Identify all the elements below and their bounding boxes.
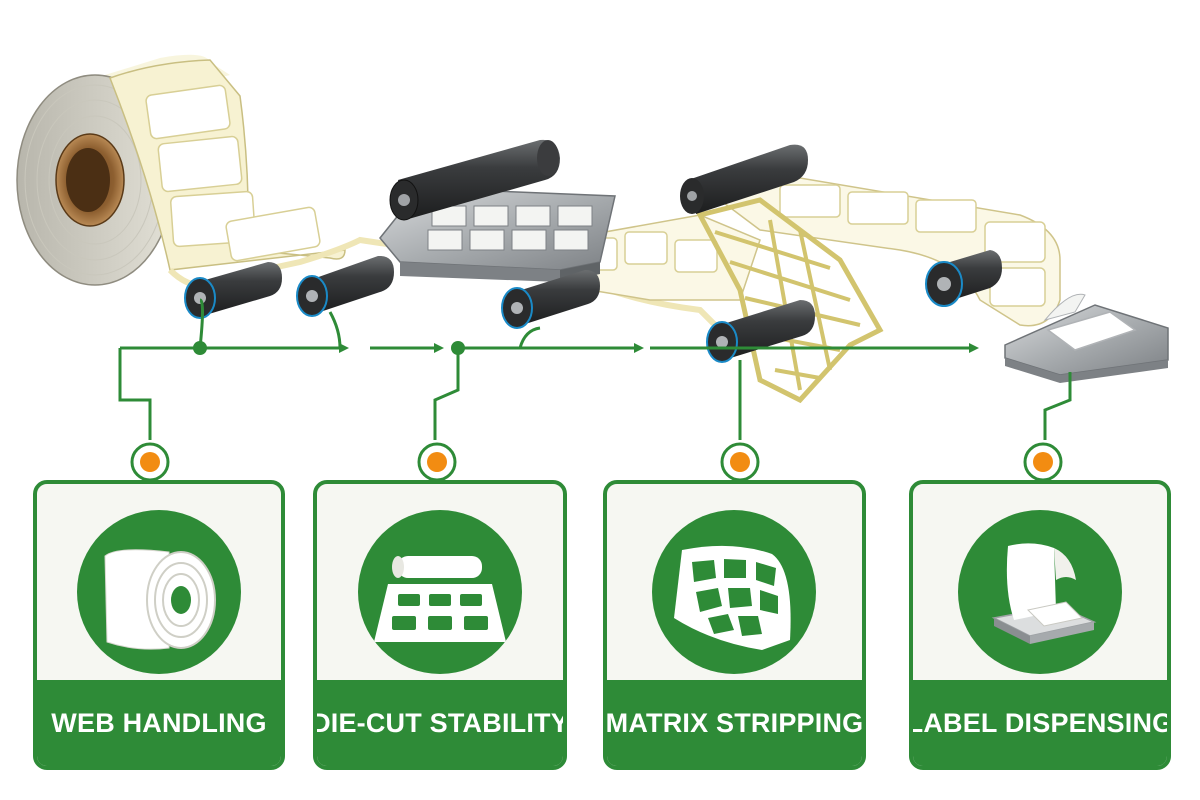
step-marker-nodes xyxy=(130,442,1063,482)
step-card-die-cut-stability: DIE-CUT STABILITY xyxy=(313,480,567,770)
dispensing-peel-plate xyxy=(1004,293,1169,383)
label-supply-roll xyxy=(16,54,346,286)
step-card-matrix-stripping: MATRIX STRIPPING xyxy=(603,480,866,770)
step-label: MATRIX STRIPPING xyxy=(607,680,862,766)
step-label: LABEL DISPENSING xyxy=(913,680,1167,766)
matrix-strip-icon xyxy=(652,510,816,674)
die-cut-press-icon xyxy=(358,510,522,674)
label-roll-icon xyxy=(77,510,241,674)
step-marker-node xyxy=(130,442,170,482)
step-marker-node xyxy=(417,442,457,482)
step-marker-node xyxy=(720,442,760,482)
process-flow-lines xyxy=(118,298,1072,504)
step-marker-node xyxy=(1023,442,1063,482)
step-label: DIE-CUT STABILITY xyxy=(317,680,563,766)
flow-junction-dots xyxy=(193,341,465,355)
step-card-web-handling: WEB HANDLING xyxy=(33,480,285,770)
step-label: WEB HANDLING xyxy=(37,680,281,766)
step-card-label-dispensing: LABEL DISPENSING xyxy=(909,480,1171,770)
label-dispense-icon xyxy=(958,510,1122,674)
rollers xyxy=(184,139,1002,363)
